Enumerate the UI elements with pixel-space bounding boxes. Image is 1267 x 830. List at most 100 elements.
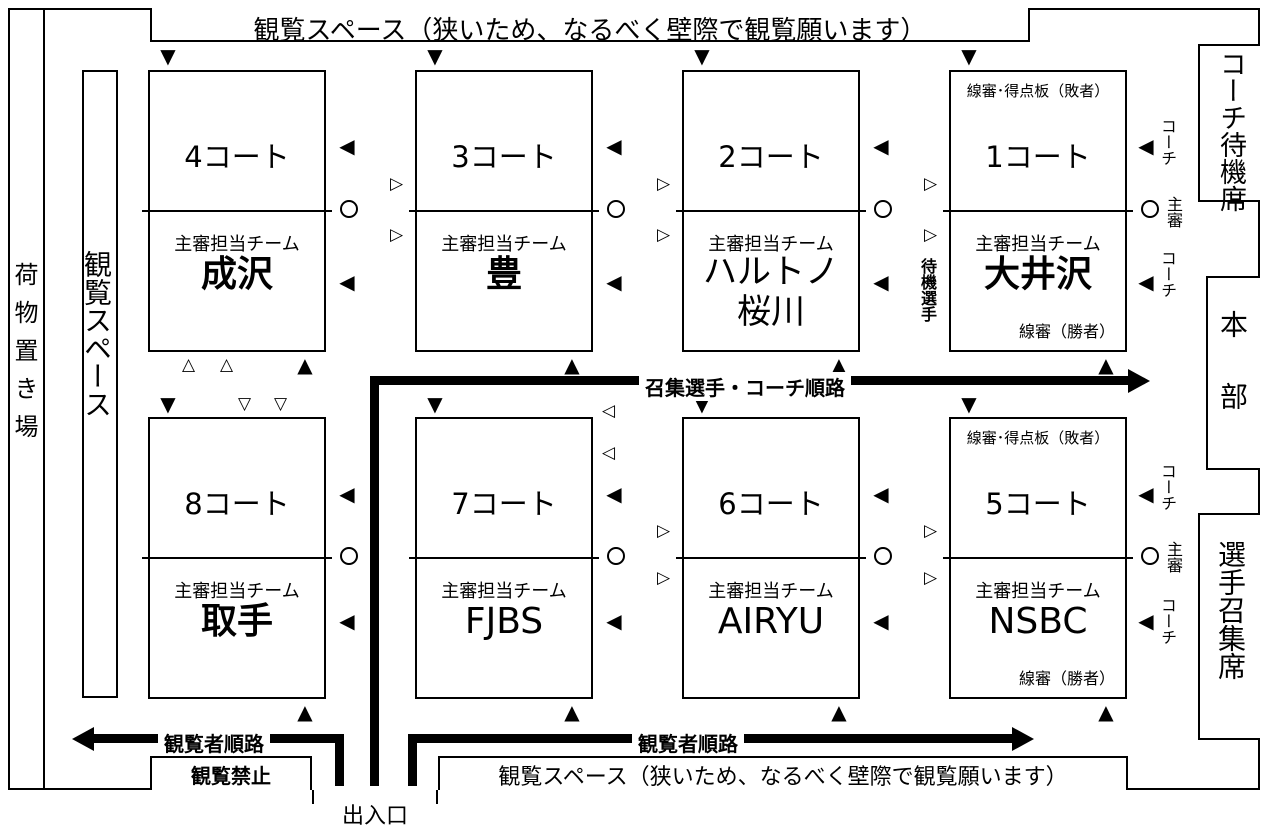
triangle-left-icon: ◀	[339, 482, 355, 506]
umpire-team-label: 主審担当チーム	[441, 581, 567, 602]
net-line	[409, 210, 599, 212]
net-line	[142, 210, 332, 212]
court-name: 6コート	[718, 487, 824, 521]
net-line	[409, 557, 599, 559]
left-viewing-space	[82, 70, 118, 698]
court-name: 5コート	[985, 487, 1091, 521]
umpire-team: NSBC	[988, 601, 1088, 642]
open-triangle-left-icon: ◁	[601, 401, 616, 421]
player-route-arrowhead-icon	[1128, 369, 1150, 393]
umpire-team-label: 主審担当チーム	[174, 234, 300, 255]
open-triangle-right-icon: ▷	[923, 521, 938, 541]
player-call-label: 選手召集席	[1214, 540, 1247, 680]
coach-label: コーチ	[1158, 118, 1177, 166]
spectator-route-vertical-left	[335, 734, 344, 790]
triangle-left-icon: ◀	[606, 482, 622, 506]
triangle-left-icon: ◀	[606, 270, 622, 294]
triangle-left-icon: ◀	[339, 134, 355, 158]
coach-label: コーチ	[1158, 463, 1177, 511]
chief-umpire-label: 主審	[1164, 541, 1183, 573]
umpire-chair-icon	[607, 547, 625, 565]
spectator-route-arrowhead-icon	[1012, 727, 1034, 751]
open-triangle-right-icon: ▷	[923, 174, 938, 194]
triangle-left-icon: ◀	[339, 270, 355, 294]
triangle-up-icon: ▲	[831, 700, 847, 724]
entrance-post-left	[312, 790, 314, 804]
coach-label: コーチ	[1158, 250, 1177, 298]
open-triangle-right-icon: ▷	[389, 174, 404, 194]
triangle-down-icon: ▼	[427, 44, 443, 68]
umpire-team: FJBS	[464, 601, 544, 642]
line-judge-winner-label: 線審（勝者）	[1018, 322, 1115, 341]
triangle-up-icon: ▲	[564, 353, 580, 377]
open-triangle-right-icon: ▷	[389, 225, 404, 245]
umpire-team: ハルトノ 桜川	[703, 252, 839, 332]
top-viewing-space-label: 観覧スペース（狭いため、なるべく壁際で観覧願います）	[253, 16, 927, 46]
waiting-players-label: 待機選手	[918, 258, 937, 322]
open-triangle-right-icon: ▷	[656, 568, 671, 588]
coach-waiting-seats	[1198, 44, 1260, 202]
no-viewing-label: 観覧禁止	[191, 764, 271, 788]
court-2: 2コート 主審担当チーム ハルトノ 桜川	[676, 70, 866, 352]
court-name: 7コート	[451, 487, 557, 521]
triangle-left-icon: ◀	[606, 134, 622, 158]
net-line	[142, 557, 332, 559]
umpire-team-label: 主審担当チーム	[174, 581, 300, 602]
triangle-down-icon: ▼	[160, 44, 176, 68]
open-triangle-down-icon: ▽	[273, 394, 288, 414]
spectator-route-vertical-right	[408, 734, 417, 790]
triangle-down-icon: ▼	[961, 392, 977, 416]
umpire-team-label: 主審担当チーム	[708, 234, 834, 255]
umpire-chair-icon	[874, 547, 892, 565]
open-triangle-right-icon: ▷	[923, 225, 938, 245]
umpire-team-label: 主審担当チーム	[441, 234, 567, 255]
triangle-down-icon: ▼	[694, 44, 710, 68]
luggage-area-label: 荷物置き場	[10, 262, 38, 452]
court-name: 1コート	[985, 140, 1091, 174]
triangle-up-icon: ▲	[1098, 353, 1114, 377]
headquarters	[1206, 276, 1260, 470]
court-8: 8コート 主審担当チーム 取手	[142, 417, 332, 699]
net-line	[676, 557, 866, 559]
triangle-left-icon: ◀	[873, 609, 889, 633]
triangle-left-icon: ◀	[1138, 609, 1154, 633]
net-line	[943, 210, 1133, 212]
triangle-up-icon: ▲	[831, 353, 847, 377]
bottom-viewing-space	[438, 756, 1128, 790]
court-3: 3コート 主審担当チーム 豊	[409, 70, 599, 352]
court-name: 3コート	[451, 140, 557, 174]
open-triangle-left-icon: ◁	[601, 443, 616, 463]
spectator-route-label: 観覧者順路	[632, 728, 744, 757]
open-triangle-right-icon: ▷	[656, 521, 671, 541]
triangle-left-icon: ◀	[606, 609, 622, 633]
no-viewing-zone	[150, 756, 312, 790]
umpire-chair-icon	[340, 547, 358, 565]
left-viewing-space-label: 観覧スペース	[80, 250, 113, 418]
open-triangle-right-icon: ▷	[923, 568, 938, 588]
triangle-up-icon: ▲	[564, 700, 580, 724]
umpire-team: 豊	[485, 254, 522, 295]
court-name: 2コート	[718, 140, 824, 174]
spectator-route-label: 観覧者順路	[158, 728, 270, 757]
line-judge-loser-label: 線審･得点板（敗者）	[966, 82, 1110, 100]
triangle-left-icon: ◀	[339, 609, 355, 633]
player-route-vertical	[370, 376, 379, 790]
triangle-up-icon: ▲	[297, 700, 313, 724]
triangle-down-icon: ▼	[160, 392, 176, 416]
entrance-post-right	[436, 790, 438, 804]
umpire-team: 取手	[200, 601, 273, 642]
triangle-left-icon: ◀	[1138, 270, 1154, 294]
triangle-up-icon: ▲	[1098, 700, 1114, 724]
court-4: 4コート 主審担当チーム 成沢	[142, 70, 332, 352]
net-line	[676, 210, 866, 212]
triangle-left-icon: ◀	[873, 482, 889, 506]
open-triangle-right-icon: ▷	[656, 174, 671, 194]
player-route-label: 召集選手・コーチ順路	[639, 372, 851, 401]
court-1: 線審･得点板（敗者） 1コート 主審担当チーム 大井沢 線審（勝者）	[943, 70, 1133, 352]
court-name: 4コート	[184, 140, 290, 174]
umpire-team: AIRYU	[717, 601, 825, 642]
coach-label: コーチ	[1158, 597, 1177, 645]
court-5: 線審･得点板（敗者） 5コート 主審担当チーム NSBC 線審（勝者）	[943, 417, 1133, 699]
court-7: 7コート 主審担当チーム FJBS	[409, 417, 599, 699]
left-wall-divider	[43, 8, 45, 790]
